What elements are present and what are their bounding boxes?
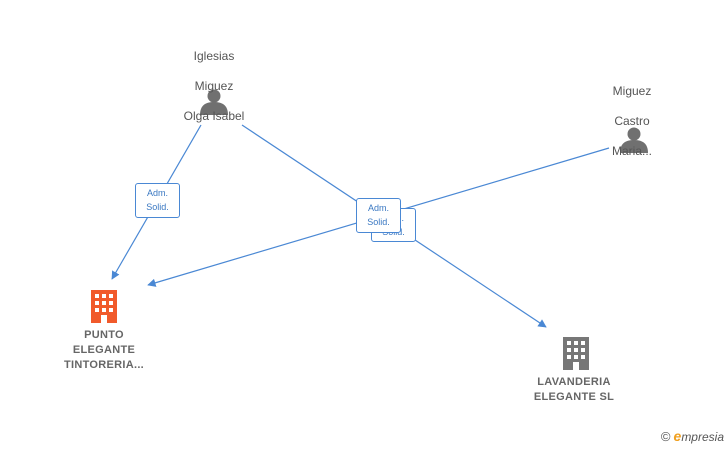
person-icon[interactable]	[200, 89, 228, 116]
company-label-lavanderia-elegante[interactable]: LAVANDERIA ELEGANTE SL	[533, 376, 615, 403]
building-icon[interactable]	[563, 337, 589, 370]
copyright-symbol: ©	[660, 428, 671, 444]
person-icon[interactable]	[620, 127, 648, 154]
edge-label-adm-solid[interactable]: Adm. Solid.	[135, 183, 180, 218]
edge-label-adm-solid[interactable]: Adm. Solid.	[356, 198, 401, 233]
person-label-iglesias[interactable]: Iglesias Miguez Olga Isabel	[183, 49, 245, 123]
empresia-watermark: © empresia	[661, 428, 724, 444]
empresia-logo: empresia	[673, 428, 724, 444]
building-icon[interactable]	[91, 290, 117, 323]
person-label-miguez[interactable]: Miguez Castro Maria...	[611, 84, 652, 158]
company-label-punto-elegante[interactable]: PUNTO ELEGANTE TINTORERIA...	[63, 329, 145, 371]
